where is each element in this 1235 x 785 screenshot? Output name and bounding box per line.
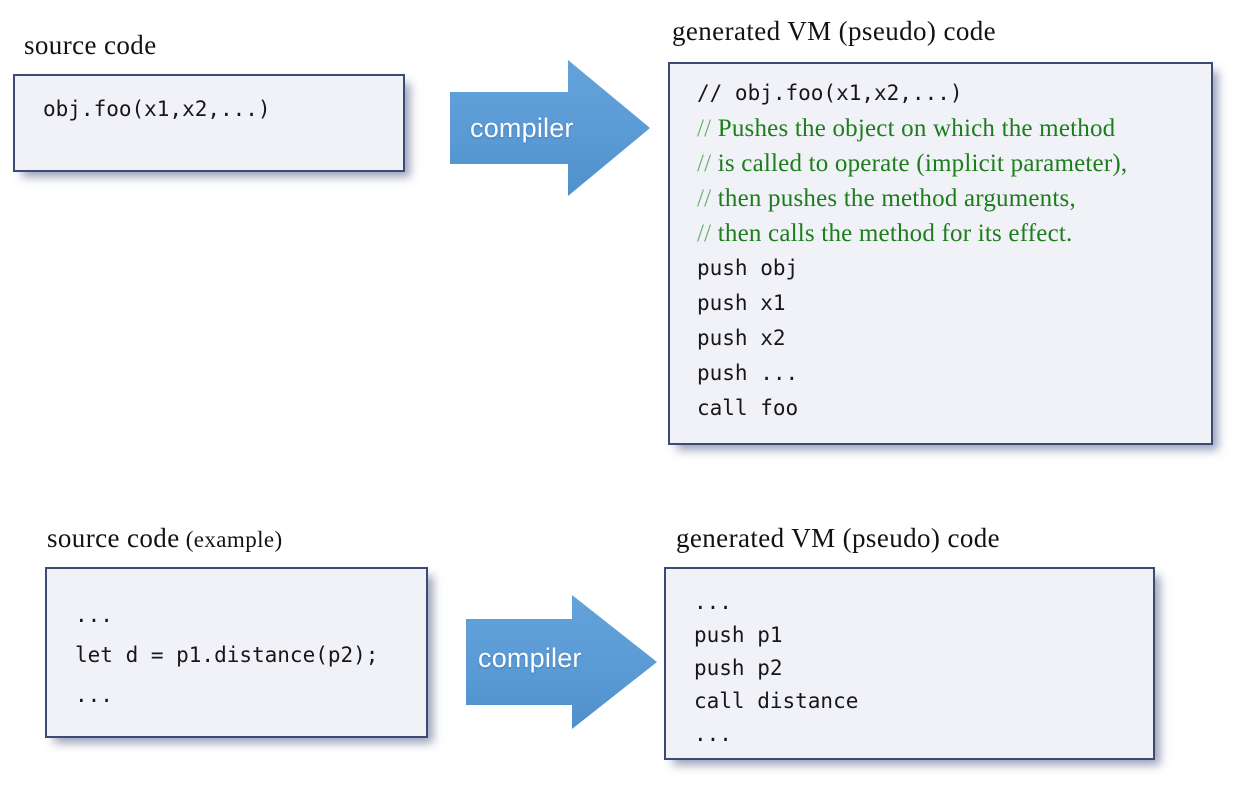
comment-slashes: // [697, 220, 712, 247]
code-line: push p1 [694, 623, 783, 647]
code-line: push ... [697, 361, 799, 385]
comment-text: then calls the method for its effect. [711, 220, 1073, 247]
bottom-source-code-caption-text: source code [47, 523, 180, 553]
code-comment-line: // Pushes the object on which the method [697, 111, 1195, 146]
comment-slashes: // [697, 185, 712, 212]
top-source-code-caption-text: source code [24, 30, 157, 60]
code-line: ... [694, 590, 732, 614]
code-line: ... [75, 603, 113, 627]
bottom-source-code-box: ... let d = p1.distance(p2); ... [45, 567, 428, 738]
code-line: push x2 [697, 326, 786, 350]
code-line: obj.foo(x1,x2,...) [43, 97, 271, 121]
code-line: ... [75, 683, 113, 707]
code-line: let d = p1.distance(p2); [75, 643, 379, 667]
code-line: // obj.foo(x1,x2,...) [697, 81, 963, 105]
comment-text: Pushes the object on which the method [711, 115, 1116, 142]
code-line: call foo [697, 396, 799, 420]
compiler-arrow-icon [466, 595, 657, 729]
top-compiler-arrow: compiler [448, 58, 652, 198]
compiler-arrow-icon [450, 60, 650, 196]
comment-slashes: // [697, 115, 712, 142]
bottom-compiler-arrow-label: compiler [478, 643, 582, 673]
top-source-code-body: obj.foo(x1,x2,...) [15, 76, 403, 170]
code-comment-line: // is called to operate (implicit parame… [697, 146, 1195, 181]
bottom-compiler-arrow: compiler [464, 593, 659, 733]
top-vm-code-box: // obj.foo(x1,x2,...) // Pushes the obje… [668, 62, 1213, 445]
code-line: push obj [697, 256, 799, 280]
comment-text: is called to operate (implicit parameter… [711, 150, 1128, 177]
code-line: ... [694, 722, 732, 746]
code-line: call distance [694, 689, 859, 713]
comment-text: then pushes the method arguments, [711, 185, 1076, 212]
code-comment-line: // then calls the method for its effect. [697, 216, 1195, 251]
top-compiler-arrow-label: compiler [470, 113, 574, 143]
bottom-vm-code-box: ... push p1 push p2 call distance ... [664, 567, 1155, 760]
bottom-source-code-caption-suffix: (example) [179, 527, 283, 552]
comment-slashes: // [697, 150, 712, 177]
bottom-vm-code-caption: generated VM (pseudo) code [676, 523, 1001, 553]
bottom-source-code-body: ... let d = p1.distance(p2); ... [47, 569, 426, 736]
bottom-source-code-caption: source code (example) [47, 523, 283, 554]
code-comment-line: // then pushes the method arguments, [697, 181, 1195, 216]
code-line: push x1 [697, 291, 786, 315]
code-line: push p2 [694, 656, 783, 680]
top-source-code-box: obj.foo(x1,x2,...) [13, 74, 405, 172]
top-source-code-caption: source code [24, 30, 157, 61]
bottom-vm-code-body: ... push p1 push p2 call distance ... [666, 569, 1153, 758]
top-vm-code-body: // obj.foo(x1,x2,...) // Pushes the obje… [670, 64, 1211, 443]
top-vm-code-caption: generated VM (pseudo) code [672, 16, 997, 46]
